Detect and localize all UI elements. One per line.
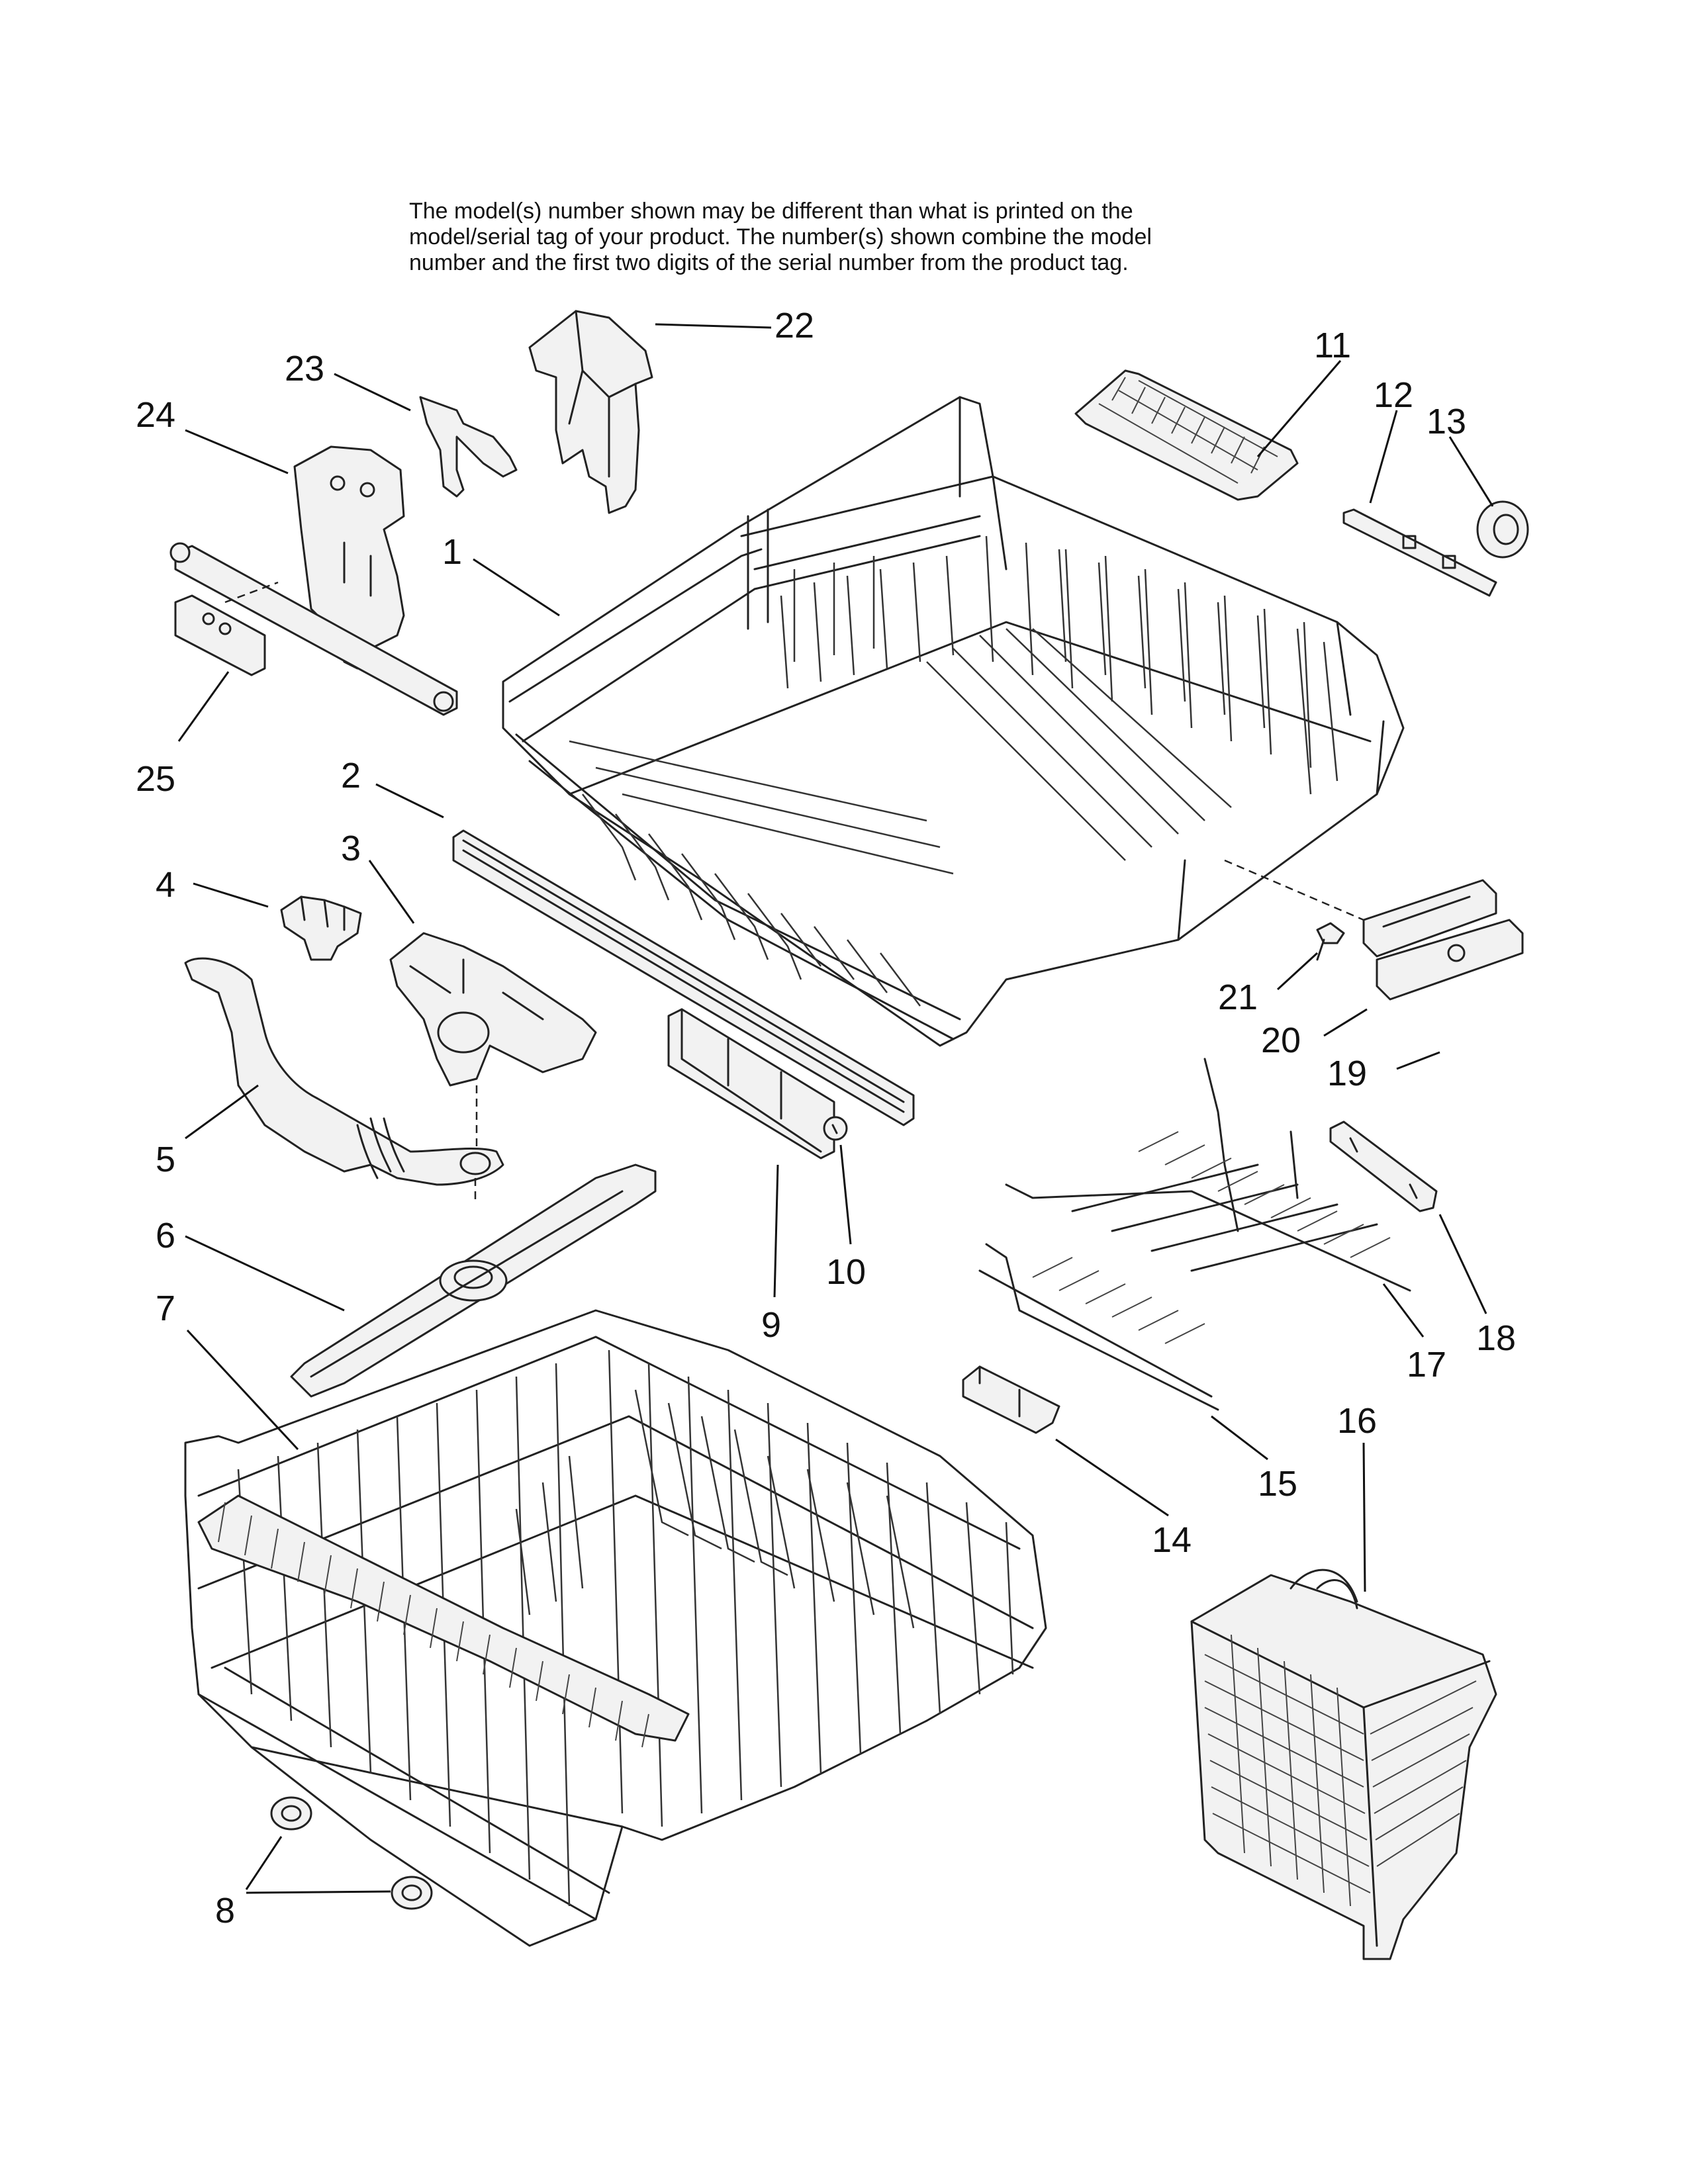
leader-15 (1211, 1415, 1268, 1461)
leader-7 (186, 1329, 299, 1451)
model-number-notice: The model(s) number shown may be differe… (409, 199, 1349, 276)
rack-handle-cap-icon (1376, 919, 1524, 1001)
lower-rack-icon (184, 1309, 1047, 1947)
spray-arm-icon (290, 1163, 657, 1398)
callout-3: 3 (341, 829, 361, 868)
leader-9 (773, 1164, 779, 1298)
callout-16: 16 (1337, 1401, 1377, 1441)
leader-14 (1055, 1438, 1169, 1517)
callout-22: 22 (774, 306, 814, 345)
leader-lines (177, 323, 1494, 1894)
adjuster-bracket-icon (174, 594, 266, 676)
callout-24: 24 (136, 395, 175, 435)
leader-1 (473, 558, 560, 617)
callout-20: 20 (1261, 1021, 1301, 1060)
leader-20 (1323, 1008, 1368, 1037)
leader-10 (839, 1144, 852, 1245)
callout-25: 25 (136, 759, 175, 799)
leader-18 (1438, 1214, 1487, 1314)
callout-14: 14 (1152, 1520, 1192, 1560)
callout-15: 15 (1258, 1464, 1297, 1504)
leader-13 (1448, 436, 1494, 507)
leader-17 (1382, 1283, 1425, 1338)
callout-9: 9 (761, 1305, 781, 1345)
adjuster-mount-dash (224, 581, 279, 604)
leader-25 (177, 671, 230, 742)
leader-22 (655, 323, 772, 329)
callout-labels: 1 2 3 4 5 6 7 8 9 10 11 12 13 14 15 16 1… (136, 306, 1516, 1931)
leader-6 (185, 1235, 345, 1312)
callout-10: 10 (826, 1252, 866, 1292)
notice-line-1: The model(s) number shown may be differe… (409, 199, 1133, 224)
leader-24 (185, 429, 289, 475)
callout-19: 19 (1327, 1054, 1367, 1093)
adjuster-cover-icon (528, 310, 653, 514)
lever-icon (419, 396, 518, 498)
callout-13: 13 (1427, 402, 1466, 441)
feed-tube-icon (184, 957, 504, 1205)
adjuster-assembly-icon (169, 445, 458, 716)
rack-wheel-icon (270, 1796, 433, 1910)
clip-icon (280, 895, 362, 961)
callout-6: 6 (156, 1216, 175, 1255)
leader-8b (246, 1890, 391, 1894)
tine-clip-18-icon (1329, 1120, 1438, 1212)
callout-2: 2 (341, 756, 361, 796)
clip-strip-icon (1342, 508, 1497, 597)
rail-end-cap-icon (667, 1008, 835, 1160)
wheel-icon (1476, 500, 1529, 559)
stop-icon (823, 1116, 848, 1141)
leader-2 (375, 783, 444, 819)
callout-7: 7 (156, 1289, 175, 1328)
callout-1: 1 (442, 532, 462, 572)
callout-11: 11 (1314, 326, 1351, 365)
callout-5: 5 (156, 1140, 175, 1179)
tine-row-icon (1074, 369, 1299, 501)
fold-tines-15-icon (978, 1243, 1219, 1411)
callout-8: 8 (215, 1891, 235, 1931)
rack-handle-icon (1362, 879, 1497, 958)
leader-19 (1396, 1051, 1440, 1070)
notice-line-3: number and the first two digits of the s… (409, 250, 1129, 275)
spray-arm-mount-icon (389, 932, 597, 1165)
screw-icon (1316, 922, 1345, 961)
silverware-basket-icon (1190, 1569, 1497, 1960)
leader-3 (368, 860, 415, 924)
callout-23: 23 (285, 349, 324, 388)
callout-17: 17 (1407, 1345, 1446, 1385)
handle-mount-dash (1224, 859, 1364, 921)
tine-clip-icon (962, 1365, 1060, 1434)
callout-12: 12 (1374, 375, 1413, 415)
leader-4 (193, 882, 269, 908)
callout-4: 4 (156, 865, 175, 905)
leader-23 (334, 373, 411, 412)
leader-12 (1369, 410, 1398, 504)
callout-21: 21 (1218, 978, 1258, 1017)
leader-5 (185, 1084, 259, 1140)
leader-21 (1276, 952, 1319, 991)
leader-8a (245, 1836, 283, 1890)
rack-rail-icon (452, 829, 915, 1126)
leader-11 (1256, 360, 1342, 457)
notice-line-2: model/serial tag of your product. The nu… (409, 224, 1152, 250)
fold-down-tines-icon (1005, 1058, 1411, 1292)
upper-rack-icon (502, 396, 1405, 1047)
callout-18: 18 (1476, 1318, 1516, 1358)
leader-16 (1362, 1442, 1366, 1592)
